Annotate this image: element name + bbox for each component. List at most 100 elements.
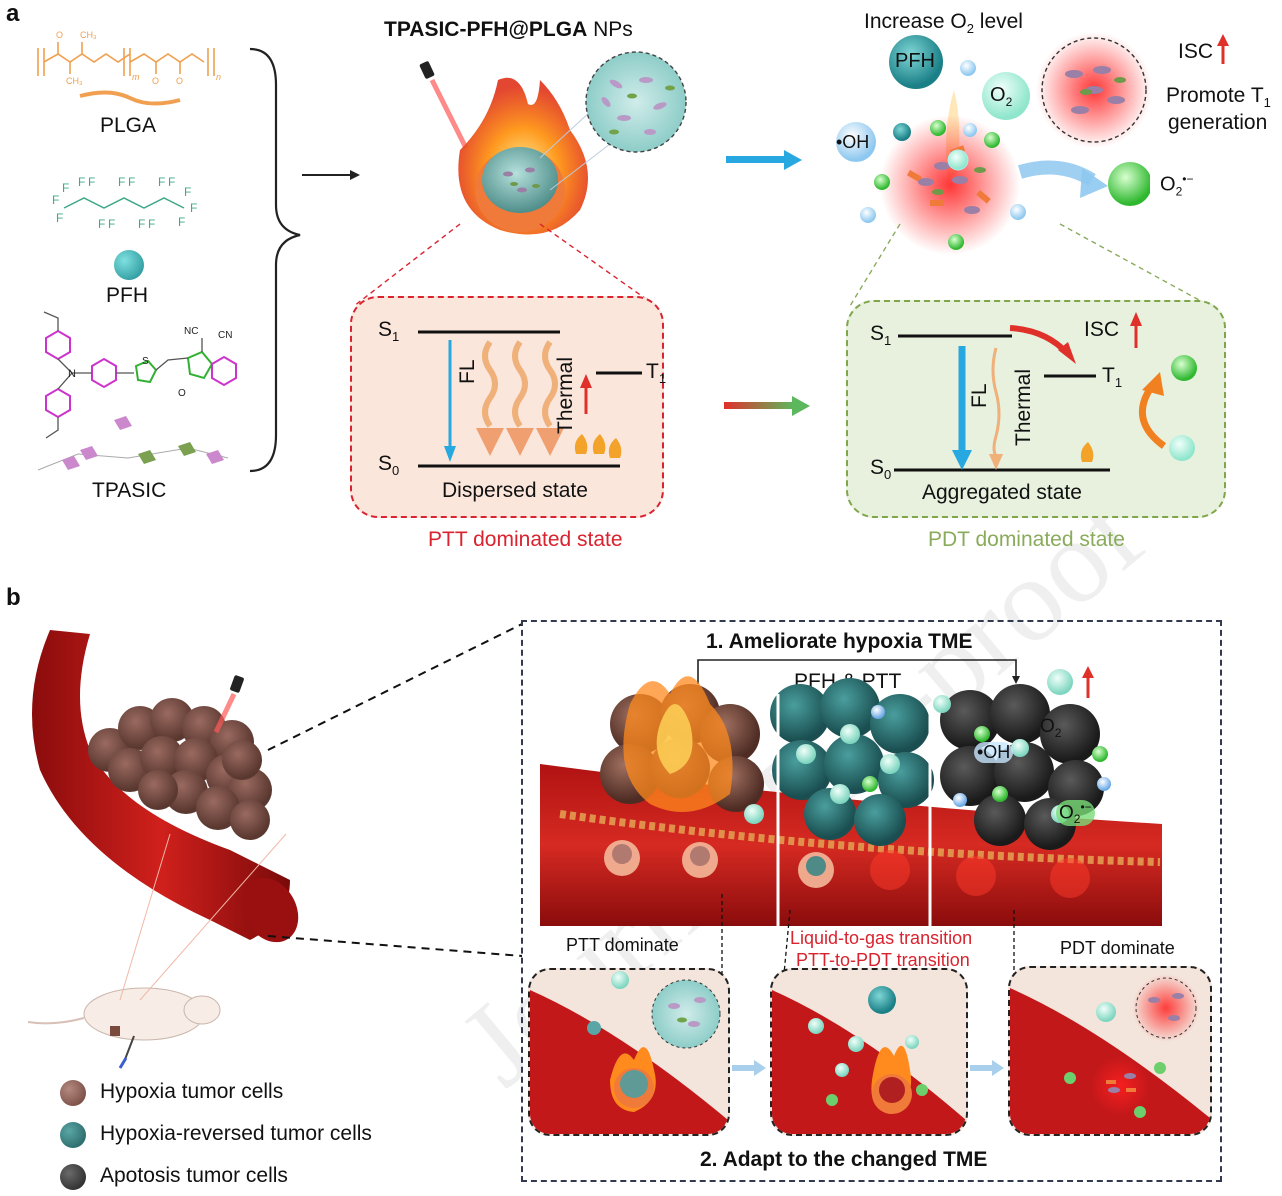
aggregate-cluster [836,32,1150,255]
svg-text:O: O [152,76,159,86]
scene-oh-label: •OH [974,742,1014,763]
inset-pdt [1008,966,1212,1136]
oh-bubble-label: •OH [836,132,870,152]
svg-text:F: F [158,175,165,189]
legend-dot-hypoxia [60,1080,86,1106]
svg-text:O: O [178,388,186,399]
vessel-tumor [32,630,299,943]
o2-bubble-label: O2 [990,84,1013,109]
svg-text:m: m [132,72,140,82]
scene-superoxide-label: O2•− [1056,800,1095,827]
legend-label-hypoxia: Hypoxia tumor cells [100,1080,284,1103]
inset-arrow-2 [970,1060,1004,1076]
right-thermal-label: Thermal [1012,368,1035,446]
blue-arrow [726,150,802,170]
superoxide-label: O2•− [1160,172,1194,199]
ptt-dominate-label: PTT dominate [566,935,679,955]
svg-text:F: F [190,201,197,215]
svg-text:F: F [78,175,85,189]
np-title-rest: NPs [587,18,633,41]
svg-text:O: O [176,76,183,86]
panel-b-letter: b [6,584,21,611]
legend-label-apoptosis: Apotosis tumor cells [100,1164,288,1187]
right-state-label: Aggregated state [922,481,1082,504]
left-state-label: Dispersed state [442,479,588,502]
svg-text:CH₃: CH₃ [66,76,83,86]
legend-dot-reversed [60,1122,86,1148]
tumor-scene [540,676,1162,926]
step1-bracket [697,659,1020,684]
svg-text:F: F [128,175,135,189]
right-isc-label: ISC [1084,318,1120,341]
mouse [27,987,221,1069]
legend-label-reversed: Hypoxia-reversed tumor cells [100,1122,372,1145]
dispersed-jablonski [418,330,642,468]
svg-text:F: F [138,217,145,231]
np-laser-flame [419,51,687,235]
step2-title: 2. Adapt to the changed TME [700,1148,988,1171]
right-t1-label: T1 [1102,364,1123,391]
pdt-dominate-label: PDT dominate [1060,938,1175,958]
promote-line1: Promote T1 [1166,84,1271,111]
svg-text:F: F [148,217,155,231]
left-fl-label: FL [456,359,479,384]
inset-leaders [721,894,1015,975]
ptt-caption: PTT dominated state [428,528,623,551]
svg-text:F: F [178,215,185,229]
pfh-sphere [114,250,144,280]
svg-text:F: F [168,175,175,189]
inset-arrow-1 [732,1060,766,1076]
red-green-arrow [724,396,810,416]
plga-label: PLGA [100,114,157,137]
tpasic-label: TPASIC [92,479,167,502]
red-connector-lines [353,223,657,307]
isc-top-arrow [1217,34,1229,64]
promote-line2: generation [1168,111,1268,134]
svg-text:CN: CN [218,330,232,341]
np-title: TPASIC-PFH@PLGA NPs [384,18,633,42]
left-t1-label: T1 [646,360,667,387]
svg-text:F: F [62,181,69,195]
increase-o2-label: Increase O2 level [864,10,1023,37]
svg-text:O: O [56,30,63,40]
legend-dot-apoptosis [60,1164,86,1190]
svg-text:F: F [56,211,63,225]
right-s1-label: S1 [870,322,892,349]
svg-text:F: F [98,217,105,231]
o2-up-indicator [1047,666,1094,698]
svg-text:F: F [118,175,125,189]
scene-o2-label: O2 [1040,716,1062,740]
isc-top-label: ISC [1178,40,1214,63]
svg-text:NC: NC [184,326,198,337]
step1-title: 1. Ameliorate hypoxia TME [706,630,973,653]
pfh-bubble-label: PFH [895,50,935,72]
left-s1-label: S1 [378,318,400,345]
tpasic-structure: N S NC CN O [37,311,237,471]
brace [249,47,360,473]
pdt-caption: PDT dominated state [928,528,1125,551]
green-connector-lines [849,223,1211,307]
panel-a-letter: a [6,0,20,27]
right-fl-label: FL [968,383,991,408]
inset-transition [770,968,968,1136]
inset-ptt [528,968,730,1136]
svg-text:N: N [68,368,76,380]
transition-line2: PTT-to-PDT transition [796,950,970,970]
pfh-label: PFH [106,284,148,307]
svg-text:CH₃: CH₃ [80,30,97,40]
svg-text:F: F [88,175,95,189]
aggregated-jablonski [894,312,1197,472]
mouse-lines [119,833,287,1001]
svg-text:S: S [142,356,149,367]
svg-text:F: F [108,217,115,231]
left-thermal-label: Thermal [554,356,577,434]
right-s0-label: S0 [870,456,892,483]
detail-frame [521,620,1222,1182]
np-title-bold: TPASIC-PFH@PLGA [384,18,588,41]
left-s0-label: S0 [378,452,400,479]
svg-text:F: F [184,185,191,199]
svg-text:F: F [52,193,59,207]
transition-line1: Liquid-to-gas transition [790,928,973,948]
